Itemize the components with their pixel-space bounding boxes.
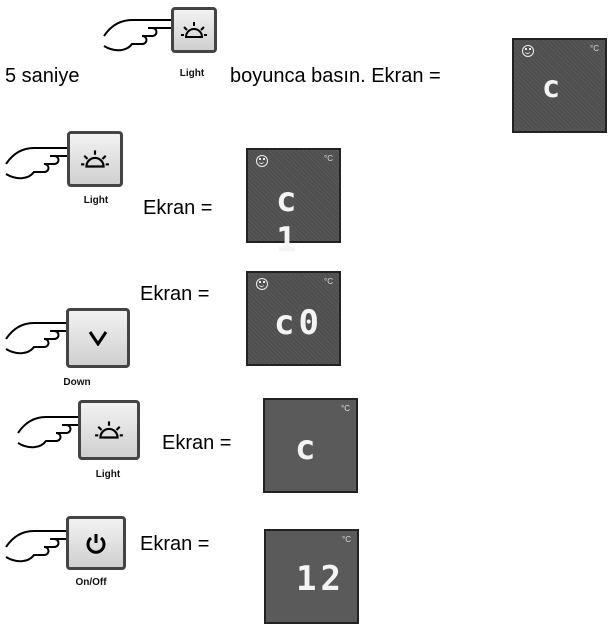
smiley-icon (256, 155, 268, 167)
unit-label: °C (324, 154, 333, 163)
step-2-text: Ekran = (143, 197, 213, 219)
unit-label: °C (324, 277, 333, 286)
sun-icon (95, 421, 123, 439)
sun-icon (181, 22, 207, 38)
pointing-hand-icon (103, 19, 178, 52)
light-button-label: Light (95, 469, 121, 480)
sun-icon (81, 150, 109, 168)
unit-label: °C (341, 404, 350, 413)
unit-label: °C (342, 535, 351, 544)
smiley-icon (522, 45, 534, 57)
display-value: c0 (274, 303, 323, 343)
down-button-label: Down (63, 377, 91, 388)
step-1-prefix: 5 saniye (5, 65, 80, 87)
power-button-label: On/Off (75, 577, 107, 588)
step-4-text: Ekran = (162, 432, 232, 454)
light-button-label: Light (83, 195, 109, 206)
unit-label: °C (590, 44, 599, 53)
display-value: c (295, 428, 320, 468)
light-button[interactable] (78, 400, 140, 460)
display-value: 12 (296, 559, 345, 599)
display-screen: °C c (263, 398, 358, 493)
display-value: c 1 (276, 180, 301, 260)
step-3-text: Ekran = (140, 283, 210, 305)
step-1-suffix: boyunca basın. Ekran = (230, 65, 441, 87)
display-value: c (542, 70, 565, 105)
light-button[interactable] (67, 131, 123, 187)
display-screen: °C c 1 (246, 148, 341, 260)
light-button[interactable] (171, 7, 217, 53)
display-screen: °C 12 (264, 529, 359, 624)
power-button[interactable] (66, 516, 126, 570)
smiley-icon (256, 278, 268, 290)
step-5-text: Ekran = (140, 533, 210, 555)
down-arrow-icon (88, 331, 108, 346)
display-screen: °C c (512, 38, 607, 133)
light-button-label: Light (179, 68, 205, 79)
display-screen: °C c0 (246, 271, 341, 366)
down-button[interactable] (66, 308, 130, 368)
power-icon (86, 534, 106, 554)
